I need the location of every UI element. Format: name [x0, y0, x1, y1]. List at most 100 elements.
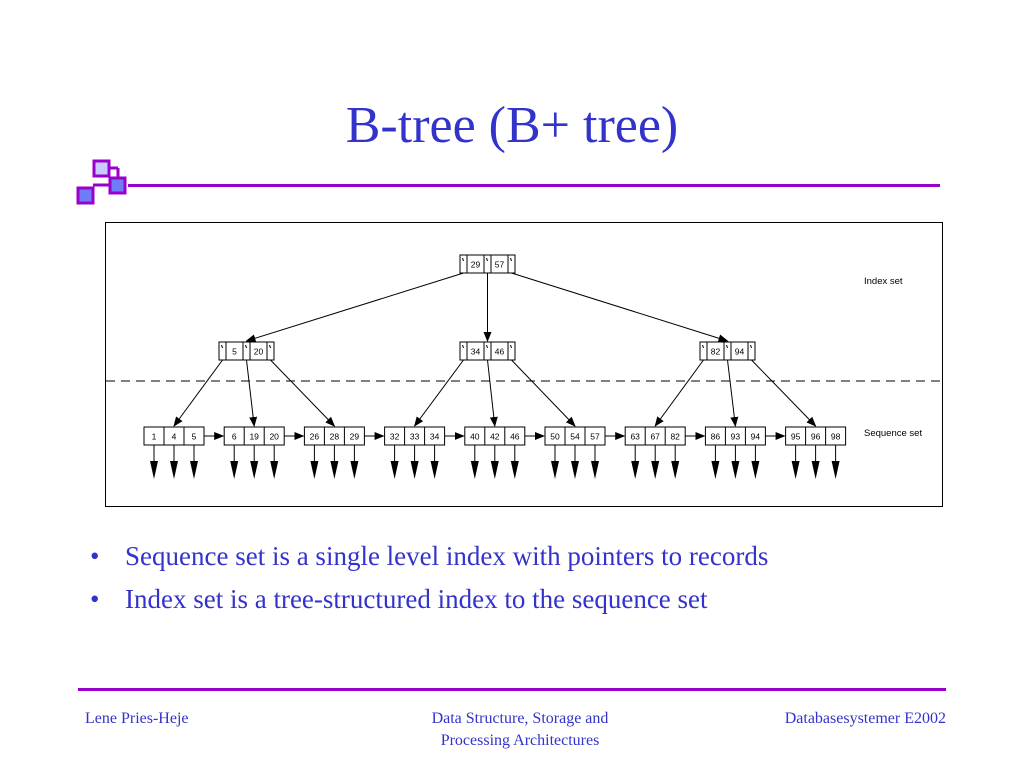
bullet-item: • Index set is a tree-structured index t… [90, 583, 970, 616]
pointer-mark [269, 344, 271, 349]
leaf-key: 28 [330, 432, 340, 442]
tree-edge [246, 359, 258, 427]
record-arrow [250, 461, 259, 479]
leaf-key: 46 [510, 432, 520, 442]
pointer-mark [510, 257, 512, 262]
index-node [218, 341, 275, 361]
record-arrow [651, 461, 660, 479]
leaf-key: 50 [550, 432, 560, 442]
record-arrow [551, 461, 559, 479]
record-arrow [170, 461, 178, 479]
title-underline [128, 184, 940, 187]
record-arrow [430, 461, 439, 479]
leaf-key: 42 [490, 432, 500, 442]
leaf-key: 6 [232, 432, 237, 442]
record-arrow [811, 461, 820, 479]
record-arrow [731, 461, 740, 479]
pointer-mark [221, 344, 223, 349]
footer-rule [78, 688, 946, 691]
pointer-mark [462, 257, 464, 262]
bullet-item: • Sequence set is a single level index w… [90, 540, 970, 573]
pointer-mark [486, 257, 488, 262]
bullet-text: Index set is a tree-structured index to … [125, 584, 708, 614]
tree-edge [511, 272, 729, 343]
leaf-key: 29 [350, 432, 360, 442]
tree-edge [173, 359, 223, 427]
tree-edge [654, 359, 704, 427]
tree-edge [511, 359, 576, 427]
leaf-key: 33 [410, 432, 420, 442]
record-arrow [671, 461, 680, 479]
leaf-key: 34 [430, 432, 440, 442]
decorative-squares-icon [76, 159, 127, 205]
record-arrow [410, 461, 419, 479]
tree-edge [751, 359, 817, 427]
leaf-key: 54 [570, 432, 580, 442]
tree-edge [487, 359, 498, 427]
bullet-list: • Sequence set is a single level index w… [90, 540, 970, 626]
tree-edge [245, 272, 464, 343]
pointer-mark [486, 344, 488, 349]
record-arrow [270, 461, 279, 479]
leaf-key: 94 [751, 432, 761, 442]
leaf-key: 82 [670, 432, 680, 442]
record-arrow [791, 461, 800, 479]
index-key: 34 [471, 347, 481, 357]
leaf-key: 19 [249, 432, 259, 442]
sequence-set-label: Sequence set [864, 428, 922, 439]
record-arrow [190, 461, 198, 479]
pointer-mark [702, 344, 704, 349]
bullet-text: Sequence set is a single level index wit… [125, 541, 769, 571]
record-arrow [591, 461, 599, 479]
leaf-key: 96 [811, 432, 821, 442]
record-arrow [230, 461, 239, 479]
pointer-mark [245, 344, 247, 349]
record-arrow [571, 461, 579, 479]
leaf-key: 67 [650, 432, 660, 442]
leaf-key: 26 [310, 432, 320, 442]
leaf-key: 57 [590, 432, 600, 442]
index-key: 20 [254, 347, 264, 357]
footer-course-code: Databasesystemer E2002 [784, 710, 946, 727]
pointer-mark [462, 344, 464, 349]
index-key: 82 [711, 347, 721, 357]
record-arrow [310, 461, 319, 479]
leaf-key: 4 [172, 432, 177, 442]
bullet-marker: • [90, 584, 100, 614]
bullet-marker: • [90, 541, 100, 571]
footer-author: Lene Pries-Heje [85, 710, 189, 727]
record-arrow [330, 461, 339, 479]
pointer-mark [750, 344, 752, 349]
tree-edge [414, 359, 464, 427]
leaf-key: 5 [192, 432, 197, 442]
leaf-key: 98 [831, 432, 841, 442]
record-arrow [510, 461, 519, 479]
slide-title: B-tree (B+ tree) [345, 97, 679, 154]
leaf-key: 32 [390, 432, 400, 442]
leaf-key: 63 [630, 432, 640, 442]
index-set-label: Index set [864, 276, 903, 287]
footer-course: Data Structure, Storage and Processing A… [380, 708, 660, 752]
root-node [459, 254, 516, 274]
leaf-key: 20 [269, 432, 279, 442]
record-arrow [631, 461, 640, 479]
leaf-key: 1 [152, 432, 157, 442]
record-arrow [751, 461, 760, 479]
index-key: 46 [495, 347, 505, 357]
tree-edge [727, 359, 739, 427]
leaf-key: 40 [470, 432, 480, 442]
record-arrow [150, 461, 158, 479]
index-key: 57 [495, 260, 505, 270]
record-arrow [470, 461, 479, 479]
index-key: 94 [735, 347, 745, 357]
leaf-key: 95 [791, 432, 801, 442]
leaf-key: 86 [711, 432, 721, 442]
index-key: 29 [471, 260, 481, 270]
tree-edge [270, 359, 336, 427]
pointer-mark [510, 344, 512, 349]
record-arrow [390, 461, 399, 479]
btree-diagram-frame [105, 222, 943, 507]
index-node [699, 341, 756, 361]
record-arrow [831, 461, 840, 479]
